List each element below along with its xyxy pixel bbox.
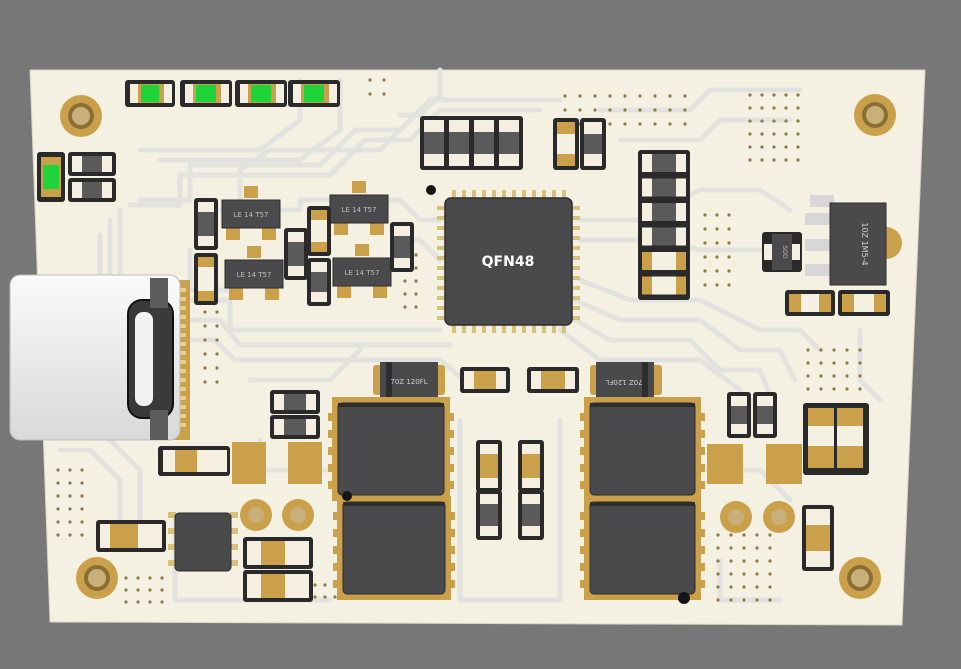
mcu-qfn48: QFN48	[426, 185, 580, 333]
sot23-transistor: LE 14 T57	[332, 244, 392, 298]
led-icon	[251, 85, 271, 102]
resistor-pair-right	[727, 392, 777, 438]
sod-diode-small: SOD	[762, 232, 802, 272]
sot23-group: LE 14 T57 LE 14 T57 LE 14 T57 LE 14 T57	[221, 181, 392, 300]
mounting-hole-icon	[76, 557, 118, 599]
bottom-cap-stack	[243, 537, 313, 602]
led-1	[125, 80, 175, 107]
resistor-stack-right	[638, 150, 690, 300]
diode-right: 70Z 120FL	[590, 362, 662, 398]
mosfet-group	[328, 397, 705, 604]
diode-marking-3: SOD	[781, 245, 788, 259]
mcu-label: QFN48	[482, 254, 535, 270]
resistor-pair-left	[270, 390, 320, 439]
center-vertical-parts	[476, 440, 544, 540]
sot23-marking: LE 14 T57	[345, 269, 380, 277]
cap-pair-regulator	[785, 290, 890, 316]
regulator-marking: 10Z 1M5-4	[860, 222, 869, 265]
sot23-transistor: LE 14 T57	[221, 186, 281, 240]
tantalum-caps-left	[158, 442, 322, 484]
power-mosfet	[328, 397, 454, 501]
cap-pair-center	[460, 367, 579, 393]
cap-pair-top	[553, 118, 606, 170]
resistor-array-top	[420, 116, 523, 170]
led-4	[288, 80, 340, 107]
mounting-hole-icon	[839, 557, 881, 599]
power-led-cluster	[37, 152, 116, 202]
tantalum-vertical-right	[802, 505, 834, 571]
sot23-transistor: LE 14 T57	[329, 181, 389, 235]
power-mosfet	[580, 496, 705, 600]
led-icon	[304, 85, 324, 102]
test-pads	[240, 499, 795, 533]
small-cap-group	[194, 198, 414, 306]
led-icon	[43, 165, 59, 189]
diode-marking-1: 70Z 120FL	[390, 378, 427, 386]
usb-c-connector	[9, 274, 190, 441]
pin1-marker	[426, 185, 436, 195]
diode-left: 70Z 120FL	[373, 362, 445, 398]
voltage-regulator: 10Z 1M5-4	[805, 195, 902, 286]
status-led-array	[125, 80, 340, 107]
sot23-marking: LE 14 T57	[342, 206, 377, 214]
power-mosfet	[333, 496, 455, 600]
led-icon	[141, 85, 159, 102]
power-mosfet	[580, 397, 705, 501]
mounting-holes	[60, 94, 896, 599]
tantalum-caps-right	[707, 403, 869, 484]
sot23-transistor: LE 14 T57	[224, 246, 284, 300]
diode-marking-2: 70Z 120FL	[605, 378, 642, 386]
led-3	[235, 80, 287, 107]
led-2	[180, 80, 232, 107]
sot23-marking: LE 14 T57	[234, 211, 269, 219]
mounting-hole-icon	[854, 94, 896, 136]
bottom-left-cap	[96, 520, 166, 552]
via-field	[56, 78, 862, 604]
led-icon	[196, 85, 216, 102]
bottom-left-ic	[168, 512, 238, 572]
mounting-hole-icon	[60, 95, 102, 137]
sot23-marking: LE 14 T57	[237, 271, 272, 279]
